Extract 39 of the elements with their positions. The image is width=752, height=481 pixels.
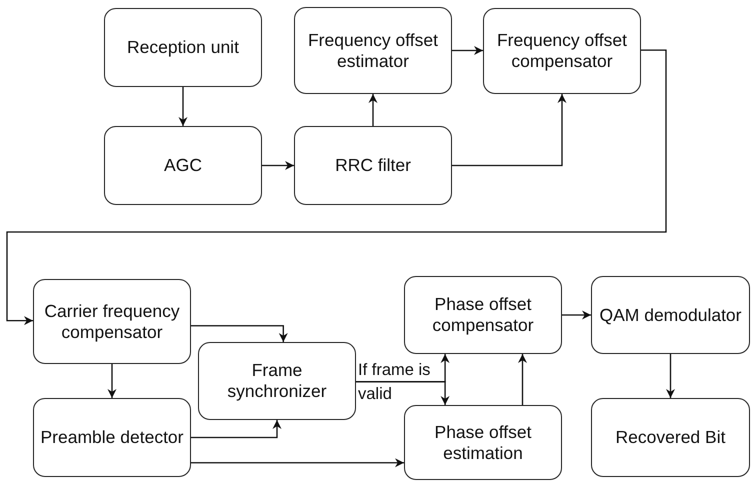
arrow: [191, 458, 404, 468]
arrow: [562, 310, 591, 320]
box-label: Reception unit: [126, 37, 240, 58]
arrow: [262, 161, 294, 170]
box-label: Frequency offset compensator: [496, 30, 628, 72]
process-box: [591, 398, 750, 477]
process-box: [33, 398, 191, 477]
process-box: [483, 8, 641, 94]
arrow: [368, 94, 378, 126]
arrow: [452, 94, 566, 166]
box-label: Carrier frequency compensator: [43, 300, 181, 342]
arrow: [6, 50, 667, 326]
process-box: [33, 279, 191, 364]
box-label: Frame synchronizer: [226, 360, 328, 402]
box-label: AGC: [163, 155, 203, 176]
process-box: [404, 276, 562, 354]
box-label: QAM demodulator: [598, 304, 742, 326]
arrow: [191, 420, 282, 438]
process-box: [294, 126, 452, 205]
box-label: Phase offset estimation: [434, 422, 532, 464]
arrow: [518, 354, 527, 405]
process-box: [591, 276, 750, 354]
process-box: [104, 126, 262, 205]
process-box: [104, 8, 262, 87]
box-label: Preamble detector: [40, 427, 184, 448]
arrow: [108, 364, 116, 398]
arrow: [178, 87, 188, 126]
arrow: [452, 46, 483, 55]
edge-label: If frame is valid: [358, 360, 432, 405]
arrow: [666, 354, 675, 398]
process-box: [404, 405, 562, 480]
arrow: [191, 325, 288, 342]
box-label: Frequency offset estimator: [306, 30, 440, 72]
box-label: Phase offset compensator: [431, 294, 535, 336]
process-box: [198, 342, 356, 420]
arrow: [356, 381, 450, 405]
process-box: [294, 7, 452, 94]
box-label: RRC filter: [334, 155, 412, 176]
box-label: Recovered Bit: [614, 427, 726, 448]
